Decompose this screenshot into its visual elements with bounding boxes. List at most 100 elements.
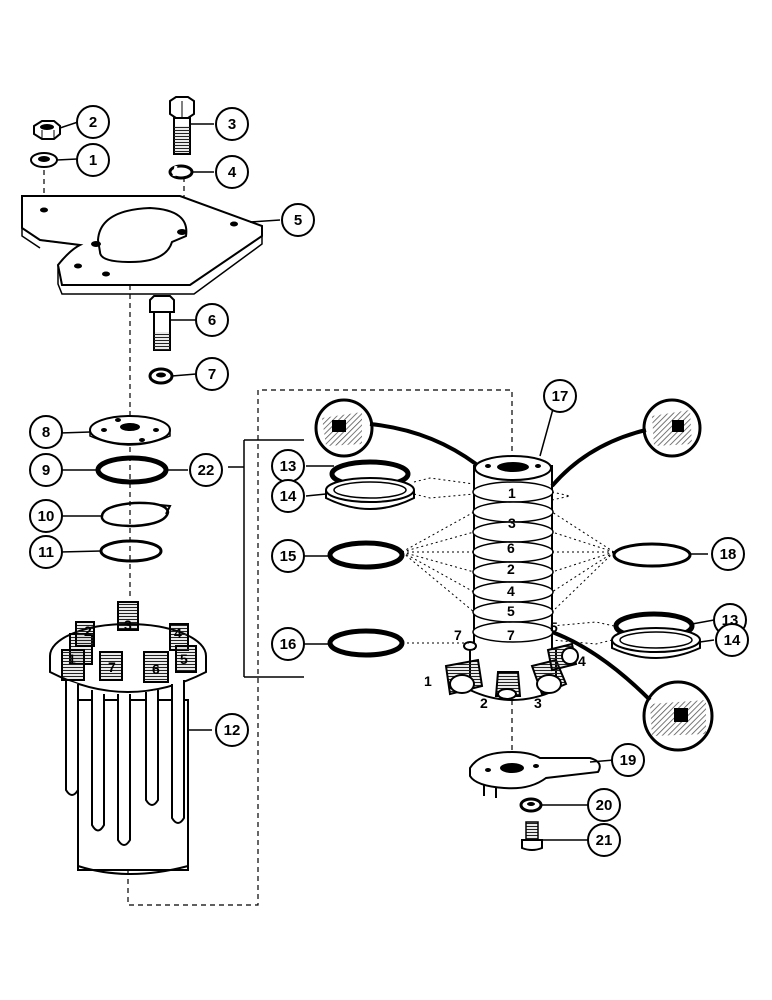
callout-number: 18 [720, 546, 737, 563]
callout-13: 13 [271, 449, 305, 483]
callout-circle [29, 535, 63, 569]
callout-circle [195, 303, 229, 337]
callout-leaders [56, 121, 715, 841]
part-washer [148, 367, 174, 385]
detail-circle-upper-right [550, 398, 702, 488]
callout-circle [281, 203, 315, 237]
callout-number: 2 [89, 114, 97, 131]
callout-number: 14 [724, 632, 741, 649]
swivel-port-label: 4 [578, 653, 586, 669]
callout-number: 6 [208, 312, 216, 329]
swivel-port-label: 3 [534, 695, 542, 711]
callout-14: 14 [715, 623, 749, 657]
callout-18: 18 [711, 537, 745, 571]
callout-number: 20 [596, 797, 613, 814]
callout-circle [195, 357, 229, 391]
spool-ring-label: 6 [507, 540, 515, 556]
callout-circle [271, 627, 305, 661]
callout-number: 4 [228, 164, 237, 181]
spool-ring-label: 5 [507, 603, 515, 619]
callout-21: 21 [587, 823, 621, 857]
swivel-port-label: 2 [480, 695, 488, 711]
callout-9: 9 [29, 453, 63, 487]
callout-17: 17 [543, 379, 577, 413]
callout-number: 21 [596, 832, 613, 849]
part-o-ring-16 [327, 628, 405, 658]
part-hex-nut [33, 120, 61, 140]
spool-ring-label: 7 [507, 627, 515, 643]
callout-number: 14 [280, 488, 297, 505]
manifold-port-labels: 1 2 3 4 5 6 7 [68, 617, 188, 677]
callout-number: 22 [198, 462, 215, 479]
callout-circle [271, 539, 305, 573]
manifold-port-label: 5 [180, 651, 188, 667]
callout-10: 10 [29, 499, 63, 533]
callout-19: 19 [611, 743, 645, 777]
part-swivel-spool [444, 455, 579, 701]
callout-14: 14 [271, 479, 305, 513]
part-lock-washer [30, 152, 58, 168]
callout-circle [587, 823, 621, 857]
detail-circle-upper-left [314, 398, 478, 466]
part-backup-ring [99, 539, 163, 563]
manifold-port-label: 2 [84, 623, 92, 639]
callout-3: 3 [215, 107, 249, 141]
swivel-port-labels: 1 2 3 4 5 7 [424, 619, 586, 711]
manifold-port-label: 7 [108, 659, 116, 675]
callout-number: 1 [89, 152, 97, 169]
swivel-port-label: 5 [550, 619, 558, 635]
callout-circle [29, 499, 63, 533]
callout-number: 7 [208, 366, 216, 383]
part-seal-ring-14-right [611, 627, 701, 659]
swivel-port-label: 7 [454, 627, 462, 643]
callout-number: 10 [38, 508, 55, 525]
callout-circle [215, 107, 249, 141]
part-o-ring [95, 455, 169, 485]
callout-11: 11 [29, 535, 63, 569]
manifold-port-label: 6 [152, 661, 160, 677]
part-backup-ring-18 [612, 542, 692, 568]
detail-circle-lower-right [551, 630, 714, 752]
callout-number: 8 [42, 424, 50, 441]
callout-2: 2 [76, 105, 110, 139]
callout-16: 16 [271, 627, 305, 661]
callout-number: 11 [38, 544, 54, 561]
swivel-port-label: 1 [424, 673, 432, 689]
callout-1: 1 [76, 143, 110, 177]
callout-circle [543, 379, 577, 413]
part-washer-20 [519, 797, 543, 813]
callout-circle [76, 105, 110, 139]
callout-circle [215, 155, 249, 189]
spool-ring-labels: 1 3 6 2 4 5 7 [507, 485, 516, 643]
spool-ring-label: 3 [508, 515, 516, 531]
callout-number: 17 [552, 388, 569, 405]
callout-circle [715, 623, 749, 657]
callout-4: 4 [215, 155, 249, 189]
callout-8: 8 [29, 415, 63, 449]
part-bolt [149, 295, 175, 351]
part-screw-21 [521, 821, 543, 851]
manifold-port-label: 4 [174, 625, 182, 641]
spool-ring-label: 1 [508, 485, 516, 501]
part-lock-plate [469, 750, 601, 798]
callout-circle [271, 479, 305, 513]
callout-6: 6 [195, 303, 229, 337]
part-manifold-body [49, 601, 207, 875]
spool-ring-label: 4 [507, 583, 515, 599]
part-seal-ring-14 [325, 477, 415, 510]
bracket-22 [228, 439, 304, 678]
callout-5: 5 [281, 203, 315, 237]
part-split-washer [168, 164, 194, 180]
callout-number: 5 [294, 212, 302, 229]
manifold-port-label: 3 [124, 617, 132, 633]
callout-number: 12 [224, 722, 241, 739]
callout-number: 19 [620, 752, 637, 769]
callout-circle [29, 415, 63, 449]
callout-22: 22 [189, 453, 223, 487]
part-flange-plate [89, 415, 171, 446]
spool-ring-label: 2 [507, 561, 515, 577]
callout-number: 13 [280, 458, 297, 475]
callout-number: 15 [280, 548, 297, 565]
